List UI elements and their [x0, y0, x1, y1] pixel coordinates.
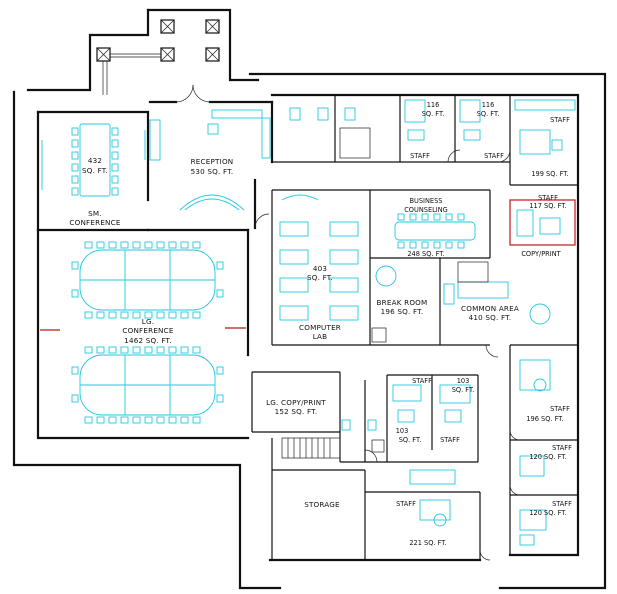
office-116a-units: SQ. FT.: [422, 110, 445, 118]
office-116b-area: 116: [482, 101, 495, 109]
sm-conf-name2: CONFERENCE: [69, 218, 120, 227]
staff-label-3: STAFF: [550, 116, 570, 124]
furniture: [41, 99, 576, 546]
staff-120a-name: STAFF: [552, 444, 572, 452]
sm-conf-name: SM.: [88, 209, 102, 218]
reception-name: RECEPTION: [191, 157, 234, 166]
computer-lab-name2: LAB: [313, 332, 328, 341]
staff-103b-area: 103: [457, 377, 470, 385]
staff-196-name: STAFF: [550, 405, 570, 413]
interior-walls: [36, 84, 578, 561]
staff-120b-area: 120 SQ. FT.: [529, 509, 566, 517]
business-area: 248 SQ. FT.: [407, 250, 444, 258]
lg-copy-area: 152 SQ. FT.: [275, 407, 318, 416]
lg-conf-name2: CONFERENCE: [122, 326, 173, 335]
room-labels: 432 SQ. FT. SM. CONFERENCE RECEPTION 530…: [69, 101, 572, 547]
staff-103a-name: STAFF: [412, 377, 432, 385]
staff-221-name: STAFF: [396, 500, 416, 508]
lg-conf-area: 1462 SQ. FT.: [124, 336, 172, 345]
staff-label-4: STAFF: [538, 194, 558, 202]
office-116b-units: SQ. FT.: [477, 110, 500, 118]
area-199: 199 SQ. FT.: [531, 170, 568, 178]
staff-196-area: 196 SQ. FT.: [526, 415, 563, 423]
reception-area: 530 SQ. FT.: [191, 167, 234, 176]
office-116a-area: 116: [427, 101, 440, 109]
area-117: 117 SQ. FT.: [529, 202, 566, 210]
staff-103b-name: STAFF: [440, 436, 460, 444]
staff-label-2: STAFF: [484, 152, 504, 160]
sm-conf-units: SQ. FT.: [82, 166, 108, 175]
staff-120b-name: STAFF: [552, 500, 572, 508]
outer-walls: [12, 8, 607, 590]
staff-label-1: STAFF: [410, 152, 430, 160]
break-room-name: BREAK ROOM: [377, 298, 428, 307]
staff-120a-area: 120 SQ. FT.: [529, 453, 566, 461]
computer-lab-name: COMPUTER: [299, 323, 341, 332]
lg-copy-name: LG. COPY/PRINT: [266, 398, 326, 407]
staff-221-area: 221 SQ. FT.: [409, 539, 446, 547]
business-name: BUSINESS: [410, 197, 443, 205]
staff-103b-units: SQ. FT.: [452, 386, 475, 394]
storage-label: STORAGE: [304, 500, 340, 509]
copy-print-label: COPY/PRINT: [521, 250, 561, 258]
common-area-area: 410 SQ. FT.: [469, 313, 512, 322]
computer-lab-units: SQ. FT.: [307, 273, 333, 282]
staff-103a-units: SQ. FT.: [399, 436, 422, 444]
tower-columns: [96, 19, 220, 95]
computer-lab-area: 403: [313, 264, 327, 273]
staff-103a-area: 103: [396, 427, 409, 435]
sm-conf-area: 432: [88, 156, 102, 165]
business-name2: COUNSELING: [404, 206, 448, 214]
stairs: [281, 437, 341, 459]
break-room-area: 196 SQ. FT.: [381, 307, 424, 316]
common-area-name: COMMON AREA: [461, 304, 519, 313]
lg-conf-name: LG.: [142, 317, 154, 326]
